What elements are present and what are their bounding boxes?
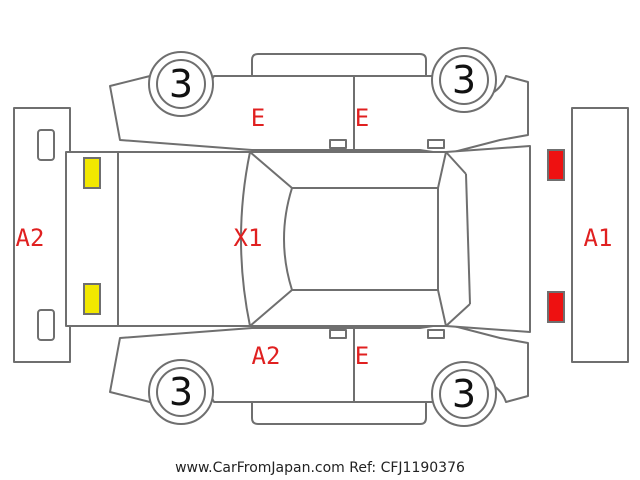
- wheel-top-left-count: 3: [169, 62, 193, 106]
- top-plan-body: [65, 145, 531, 333]
- damage-top-rear-door: E: [251, 104, 265, 132]
- front-light-top: [547, 149, 565, 181]
- front-bumper: [571, 107, 629, 363]
- rear-bumper: [13, 107, 71, 363]
- damage-bottom-rear-door: A2: [252, 342, 281, 370]
- wheel-bottom-left-count: 3: [169, 370, 193, 414]
- wheel-bottom-right: 3: [431, 361, 497, 427]
- wheel-top-right: 3: [431, 47, 497, 113]
- damage-roof: X1: [234, 224, 263, 252]
- front-light-bottom: [547, 291, 565, 323]
- wheel-bottom-right-count: 3: [452, 372, 476, 416]
- wheel-top-left: 3: [148, 51, 214, 117]
- watermark-text: www.CarFromJapan.com Ref: CFJ1190376: [175, 460, 465, 476]
- rear-light-top: [83, 157, 101, 189]
- damage-front-bumper: A1: [584, 224, 613, 252]
- wheel-top-right-count: 3: [452, 58, 476, 102]
- damage-top-front-door: E: [355, 104, 369, 132]
- wheel-bottom-left: 3: [148, 359, 214, 425]
- damage-rear-bumper: A2: [16, 224, 45, 252]
- damage-bottom-front-door: E: [355, 342, 369, 370]
- rear-light-bottom: [83, 283, 101, 315]
